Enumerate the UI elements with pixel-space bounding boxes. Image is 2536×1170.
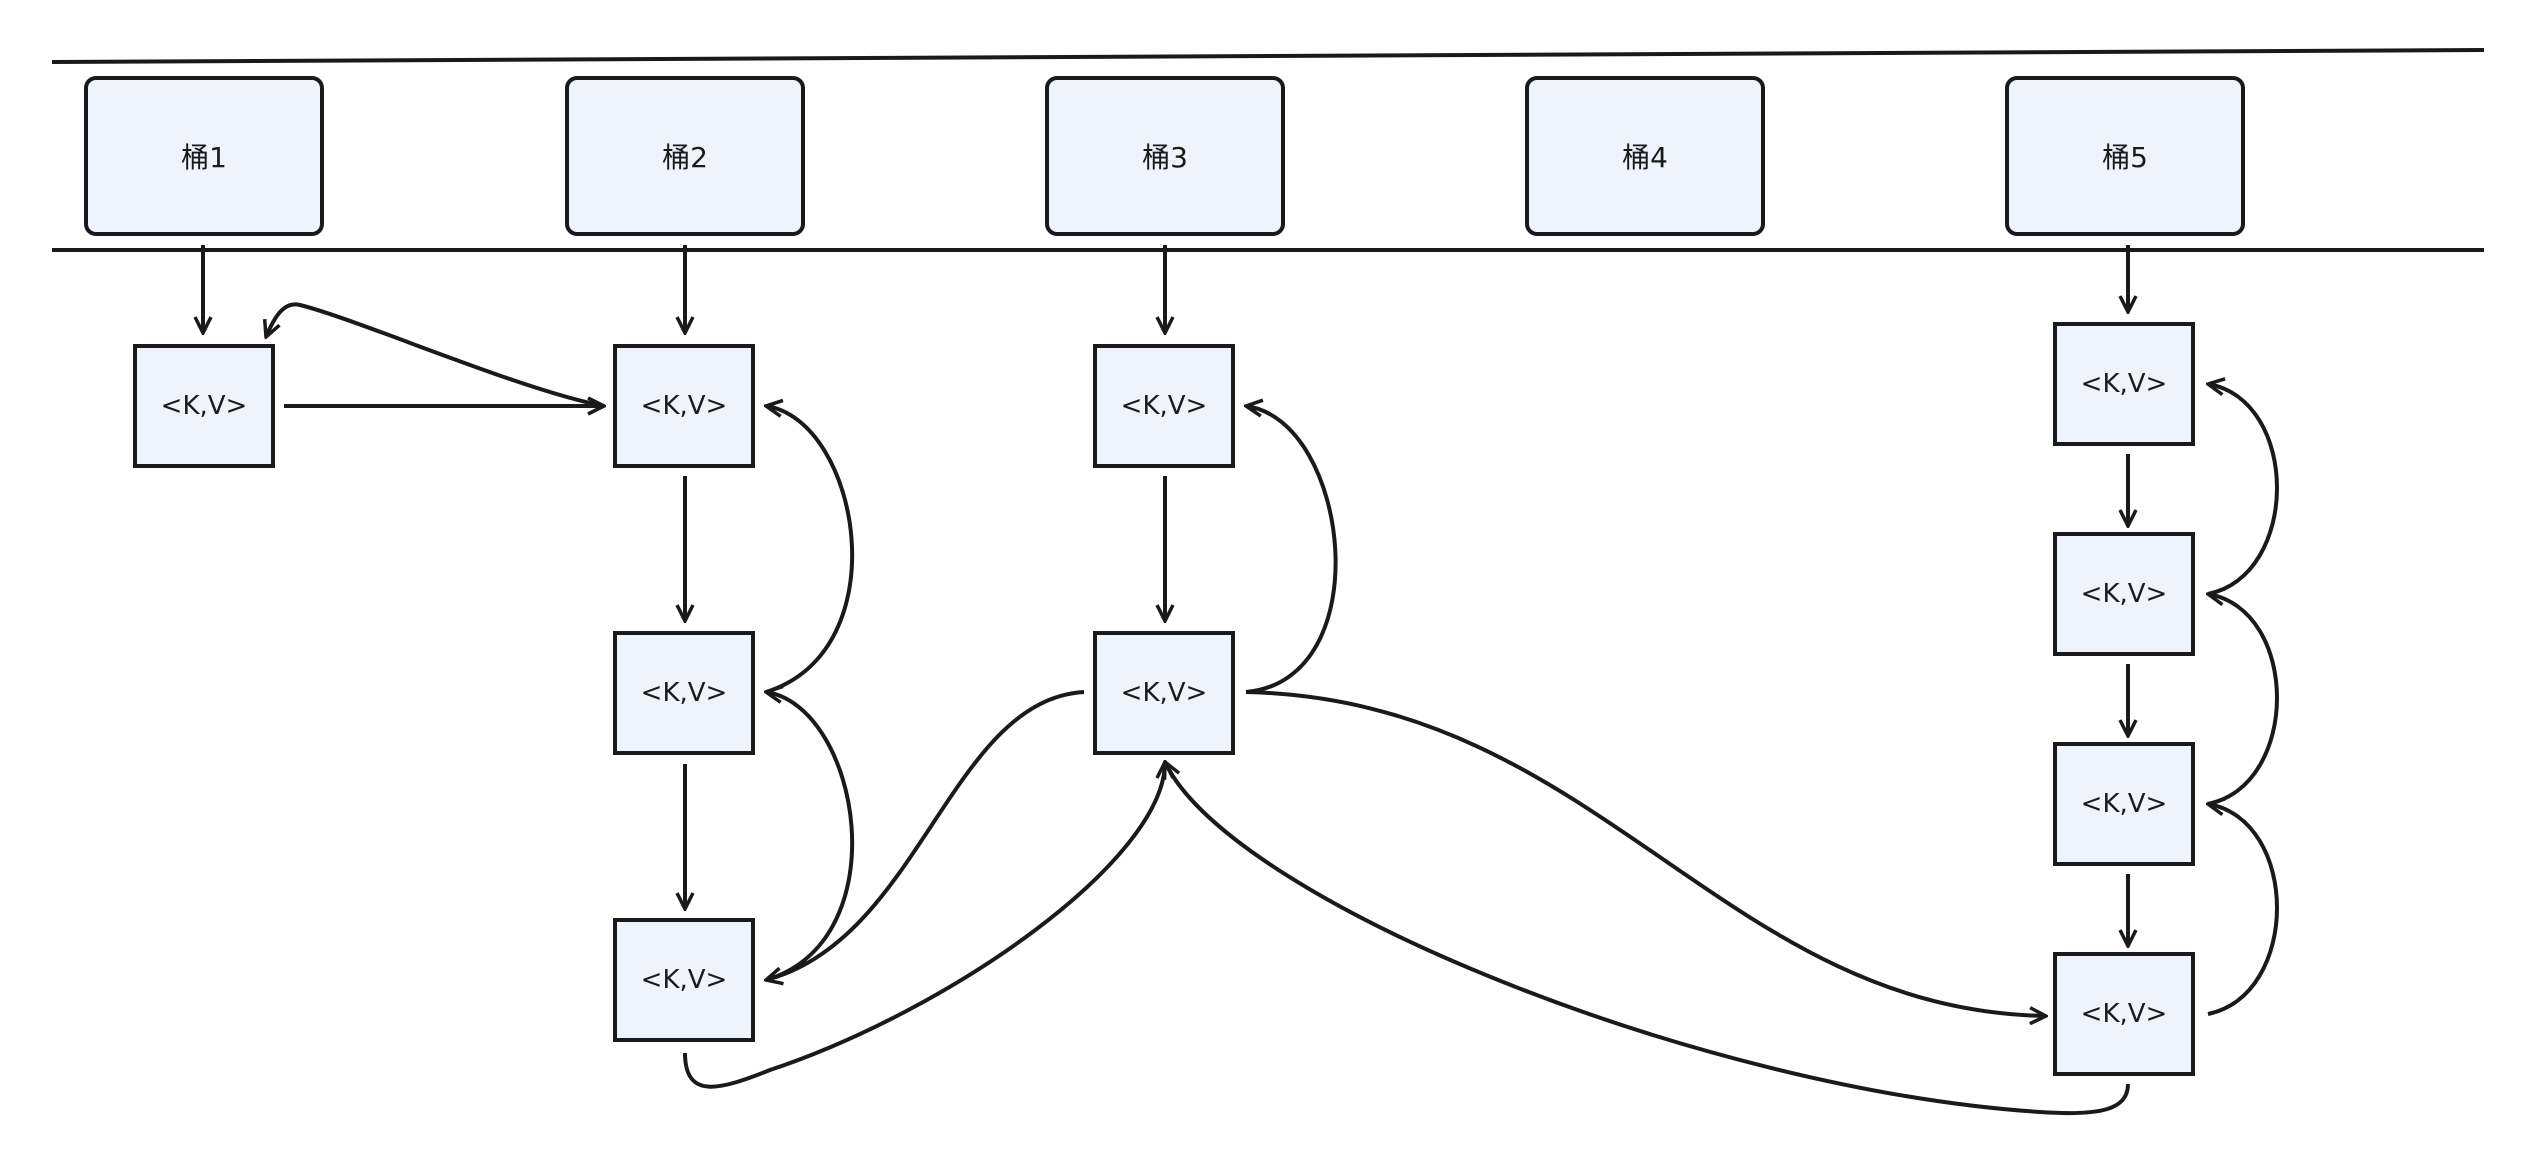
kv-node-bucket3-2: <K,V> <box>1093 631 1235 755</box>
kv-node-bucket3-1: <K,V> <box>1093 344 1235 468</box>
bucket-1-label: 桶1 <box>181 141 227 174</box>
kv-node-bucket2-2: <K,V> <box>613 631 755 755</box>
bucket-2-label: 桶2 <box>662 141 708 174</box>
kv-label: <K,V> <box>2080 789 2168 819</box>
kv-node-bucket2-3: <K,V> <box>613 918 755 1042</box>
bucket-3: 桶3 <box>1045 76 1285 236</box>
bucket-2: 桶2 <box>565 76 805 236</box>
kv-node-bucket5-2: <K,V> <box>2053 532 2195 656</box>
bucket-4-label: 桶4 <box>1622 141 1668 174</box>
bucket-5: 桶5 <box>2005 76 2245 236</box>
arrow-n5b-to-n5a <box>2208 384 2279 596</box>
kv-label: <K,V> <box>640 678 728 708</box>
arrow-n5c-to-n5b <box>2208 594 2279 806</box>
arrow-n5d-to-n5c <box>2208 804 2279 1016</box>
bucket-4: 桶4 <box>1525 76 1765 236</box>
arrow-n2c-to-n2b <box>766 692 855 982</box>
bucket-5-label: 桶5 <box>2102 141 2148 174</box>
bucket-1: 桶1 <box>84 76 324 236</box>
arrow-n2a-to-n1 <box>266 302 605 408</box>
kv-label: <K,V> <box>1120 678 1208 708</box>
arrow-n3b-to-n2c <box>766 690 1085 980</box>
arrow-n3b-to-n3a <box>1246 406 1338 694</box>
kv-label: <K,V> <box>160 391 248 421</box>
kv-label: <K,V> <box>2080 579 2168 609</box>
kv-node-bucket5-3: <K,V> <box>2053 742 2195 866</box>
table-top-border <box>51 48 2485 64</box>
kv-label: <K,V> <box>640 391 728 421</box>
arrow-n5d-to-n3b <box>1165 762 2130 1116</box>
kv-node-bucket1-1: <K,V> <box>133 344 275 468</box>
kv-node-bucket5-1: <K,V> <box>2053 322 2195 446</box>
kv-label: <K,V> <box>2080 999 2168 1029</box>
kv-label: <K,V> <box>1120 391 1208 421</box>
kv-node-bucket5-4: <K,V> <box>2053 952 2195 1076</box>
kv-label: <K,V> <box>640 965 728 995</box>
kv-label: <K,V> <box>2080 369 2168 399</box>
arrow-n2b-to-n2a <box>766 406 855 694</box>
kv-node-bucket2-1: <K,V> <box>613 344 755 468</box>
arrow-n2c-to-n3b <box>683 762 1165 1089</box>
bucket-3-label: 桶3 <box>1142 141 1188 174</box>
arrow-n3b-to-n5d <box>1245 690 2046 1016</box>
